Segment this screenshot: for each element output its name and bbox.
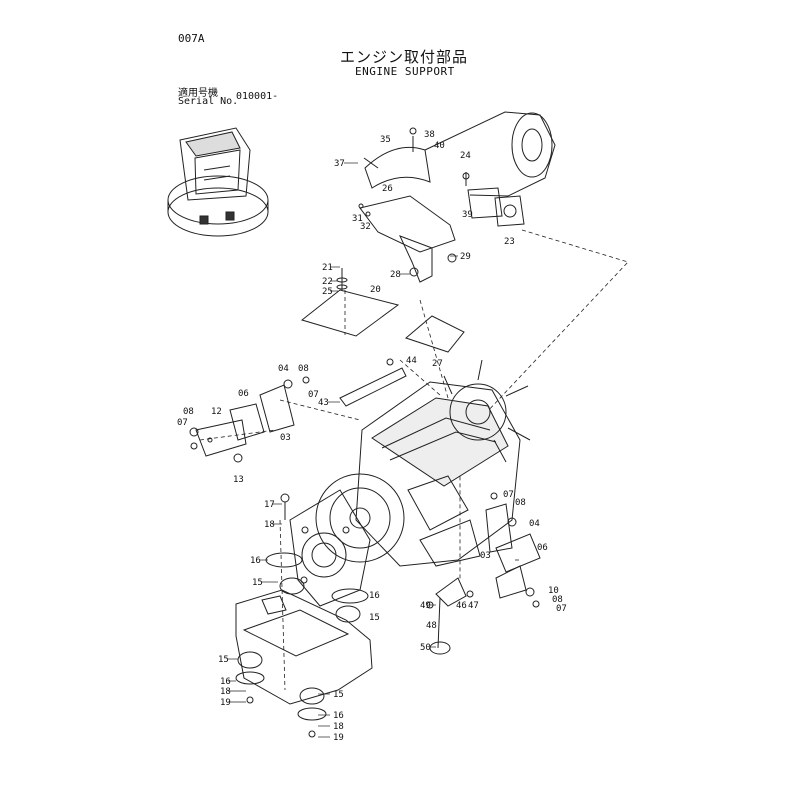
left-engine-bracket [189,376,310,463]
callout-10: 10 [548,586,559,596]
callout-08-left: 08 [183,407,194,417]
callout-28: 28 [390,270,401,280]
callout-07-right: 07 [503,490,514,500]
serial-value: 010001- [236,91,279,102]
callout-07-left: 07 [177,418,188,428]
callout-21: 21 [322,263,333,273]
callout-06-left: 06 [238,389,249,399]
callout-06-right: 06 [537,543,548,553]
cover-plates [300,268,465,407]
callout-37: 37 [334,159,345,169]
callout-27: 27 [432,359,443,369]
callout-18-top: 18 [264,520,275,530]
callout-38: 38 [424,130,435,140]
page-code: 007A [178,32,205,45]
callout-19-d: 19 [333,733,344,743]
callout-04-right: 04 [529,519,540,529]
muffler-assembly [358,111,556,283]
callout-26: 26 [382,184,393,194]
callout-29: 29 [460,252,471,262]
callout-07-right-low: 07 [556,604,567,614]
right-engine-bracket [485,492,541,608]
callout-25: 25 [322,287,333,297]
dipstick-assembly [426,577,474,655]
callout-19-c: 19 [220,698,231,708]
callout-15-c: 15 [218,655,229,665]
callout-20: 20 [370,285,381,295]
callout-46: 46 [456,601,467,611]
callout-08-left-top: 08 [298,364,309,374]
title-english: ENGINE SUPPORT [355,65,455,78]
callout-12: 12 [211,407,222,417]
callout-39: 39 [462,210,473,220]
callout-04-left: 04 [278,364,289,374]
title-japanese: エンジン取付部品 [340,48,469,66]
callout-31: 31 [352,214,363,224]
callout-32: 32 [360,222,371,232]
callout-08-right: 08 [515,498,526,508]
callout-43: 43 [318,398,329,408]
callout-labels: 35 38 40 37 24 26 31 32 39 23 21 22 25 2… [177,130,567,743]
callout-24: 24 [460,151,471,161]
callout-18-d: 18 [333,722,344,732]
leader-lines [199,229,629,691]
callout-ticks [228,162,458,738]
callout-16-c: 16 [220,677,231,687]
serial-label-english: Serial No. [178,96,239,107]
callout-23: 23 [504,237,515,247]
callout-17: 17 [264,500,275,510]
callout-15-a: 15 [252,578,263,588]
machine-thumbnail [167,127,269,237]
callout-48: 48 [426,621,437,631]
callout-16-b: 16 [369,591,380,601]
callout-35: 35 [380,135,391,145]
serial-label-japanese: 適用号機 [178,88,218,99]
callout-22: 22 [322,277,333,287]
callout-47: 47 [468,601,479,611]
engine-block [315,359,531,567]
callout-03-right: 03 [480,551,491,561]
base-frame [235,589,373,705]
callout-15-d: 15 [333,690,344,700]
callout-13: 13 [233,475,244,485]
callout-07-left-top: 07 [308,390,319,400]
callout-50: 50 [420,643,431,653]
callout-49: 49 [420,601,431,611]
callout-44: 44 [406,356,417,366]
callout-18-c: 18 [220,687,231,697]
callout-15-b: 15 [369,613,380,623]
callout-16-a: 16 [250,556,261,566]
callout-08-right-low: 08 [552,595,563,605]
callout-03-left: 03 [280,433,291,443]
callout-16-d: 16 [333,711,344,721]
callout-40: 40 [434,141,445,151]
